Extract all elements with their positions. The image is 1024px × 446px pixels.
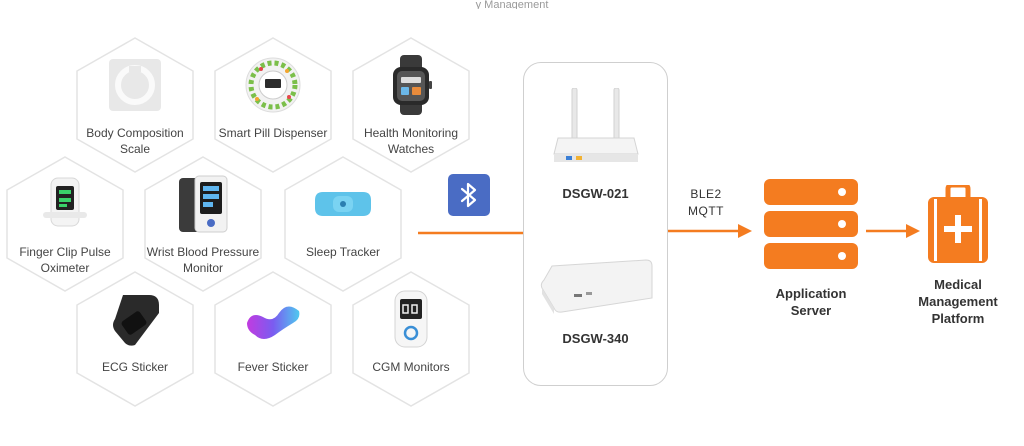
hex-frame xyxy=(284,156,402,292)
device-label: Finger Clip Pulse Oximeter xyxy=(19,245,111,275)
device-ecg-sticker[interactable]: ECG Sticker xyxy=(76,271,194,407)
device-body-composition-scale[interactable]: Body Composition Scale xyxy=(76,37,194,173)
device-fever-sticker[interactable]: Fever Sticker xyxy=(214,271,332,407)
platform-text: Medical Management Platform xyxy=(918,277,998,326)
protocol-mqtt: MQTT xyxy=(688,204,724,218)
platform-label: Medical Management Platform xyxy=(912,276,1004,327)
device-label: Wrist Blood Pressure Monitor xyxy=(146,245,260,275)
oximeter-icon xyxy=(43,177,87,227)
device-smart-pill-dispenser[interactable]: Smart Pill Dispenser xyxy=(214,37,332,173)
wifi-router-icon xyxy=(553,88,639,162)
bluetooth-icon xyxy=(460,182,477,208)
server-icon[interactable] xyxy=(764,179,858,269)
arrowhead-platform xyxy=(906,224,920,238)
gateway-box-icon xyxy=(540,259,653,314)
gateway-model-dsgw-021: DSGW-021 xyxy=(562,186,629,201)
fever-sticker-icon xyxy=(247,306,300,339)
device-sleep-tracker[interactable]: Sleep Tracker xyxy=(284,156,402,292)
hex-frame xyxy=(214,271,332,407)
device-finger-clip-pulse-oximeter[interactable]: Finger Clip Pulse Oximeter xyxy=(6,156,124,292)
device-cgm-monitors[interactable]: CGM Monitors xyxy=(352,271,470,407)
gateway-model-dsgw-340: DSGW-340 xyxy=(562,331,629,346)
protocol-labels: BLE2 MQTT xyxy=(676,186,736,220)
blood-pressure-monitor-icon xyxy=(179,175,228,233)
device-label: Fever Sticker xyxy=(237,360,309,374)
pill-dispenser-icon xyxy=(245,57,301,113)
gateway-panel: DSGW-021 DSGW-340 xyxy=(523,62,668,386)
device-label: ECG Sticker xyxy=(101,360,168,374)
cgm-monitor-icon xyxy=(394,290,428,348)
arrowhead-server xyxy=(738,224,752,238)
top-caption-text: y Management xyxy=(475,0,549,9)
device-label: Smart Pill Dispenser xyxy=(218,126,328,140)
scale-icon xyxy=(109,59,161,111)
sleep-tracker-icon xyxy=(315,192,371,216)
bluetooth-badge xyxy=(448,174,490,216)
application-server-label: Application Server xyxy=(752,285,870,319)
medical-kit-icon[interactable] xyxy=(928,185,988,263)
top-caption: y Management xyxy=(0,0,1024,9)
device-label: Body Composition Scale xyxy=(86,126,184,156)
ecg-sticker-icon xyxy=(113,295,159,346)
device-wrist-blood-pressure-monitor[interactable]: Wrist Blood Pressure Monitor xyxy=(144,156,262,292)
application-server-text: Application Server xyxy=(775,286,847,318)
device-label: Health Monitoring Watches xyxy=(363,126,459,156)
device-health-monitoring-watches[interactable]: Health Monitoring Watches xyxy=(352,37,470,173)
smartwatch-icon xyxy=(393,55,432,115)
protocol-ble2: BLE2 xyxy=(690,187,722,201)
device-label: Sleep Tracker xyxy=(305,245,381,259)
device-label: CGM Monitors xyxy=(372,360,450,374)
